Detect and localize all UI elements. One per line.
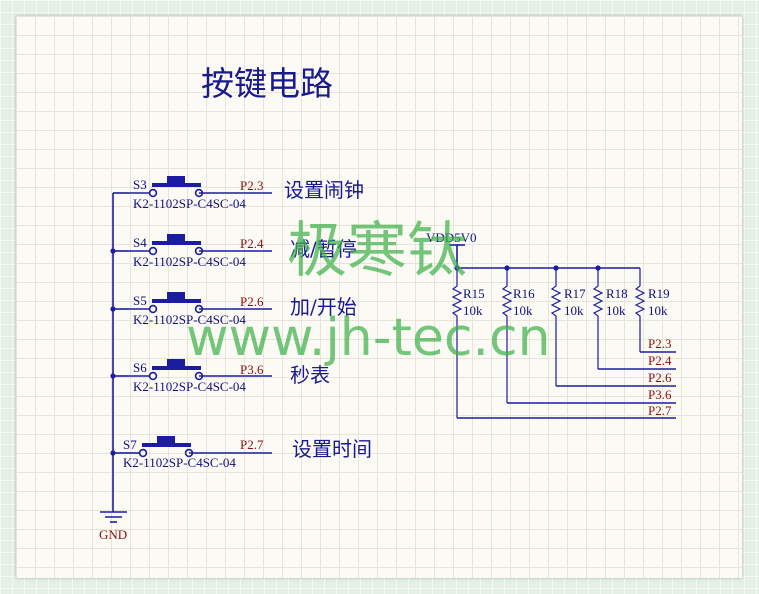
pullup-net-label: P3.6	[648, 387, 672, 402]
switch-part-number: K2-1102SP-C4SC-04	[133, 196, 246, 211]
diagram-title: 按键电路	[201, 64, 333, 103]
junction-dot	[110, 248, 116, 254]
pullup-net-label: P2.6	[648, 370, 672, 385]
switch-s6	[129, 359, 272, 381]
power-net-label: VDD5V0	[426, 230, 477, 245]
resistor-ref: R16	[513, 286, 535, 301]
schematic-sheet	[16, 16, 742, 578]
resistor-ref: R17	[564, 286, 586, 301]
switch-part-number: K2-1102SP-C4SC-04	[133, 312, 246, 327]
switch-s3	[129, 176, 272, 198]
switch-function-label: 设置时间	[292, 437, 372, 461]
resistor-ref: R19	[648, 286, 670, 301]
resistor-r15	[451, 268, 463, 418]
switch-ref: S7	[123, 437, 137, 452]
switch-function-label: 加/开始	[290, 295, 357, 319]
junction-dot	[110, 306, 116, 312]
resistor-r18	[592, 268, 604, 369]
resistor-r19	[634, 268, 646, 352]
switch-part-number: K2-1102SP-C4SC-04	[133, 379, 246, 394]
switch-net-label: P3.6	[240, 362, 264, 377]
resistor-r17	[550, 268, 562, 386]
resistor-ref: R18	[606, 286, 628, 301]
watermark-url: www.jh-tec.cn	[186, 308, 551, 368]
resistor-ref: R15	[463, 286, 485, 301]
switch-s7	[129, 436, 272, 458]
pullup-net-label: P2.7	[648, 403, 672, 418]
switch-function-label: 秒表	[290, 363, 330, 387]
resistor-value: 10k	[606, 303, 626, 318]
resistor-value: 10k	[648, 303, 668, 318]
junction-dot	[110, 450, 116, 456]
switch-function-label: 设置闹钟	[284, 178, 364, 202]
pullup-net-label: P2.3	[648, 336, 671, 351]
switch-part-number: K2-1102SP-C4SC-04	[133, 254, 246, 269]
switch-ref: S6	[133, 360, 147, 375]
switch-ref: S3	[133, 177, 147, 192]
ground-symbol	[100, 511, 127, 523]
resistor-r16	[501, 268, 513, 403]
junction-dot	[110, 373, 116, 379]
switch-s4	[129, 234, 272, 256]
resistor-value: 10k	[463, 303, 483, 318]
switch-part-number: K2-1102SP-C4SC-04	[123, 455, 236, 470]
switch-net-label: P2.6	[240, 294, 264, 309]
switch-ref: S5	[133, 293, 147, 308]
pullup-net-label: P2.4	[648, 353, 672, 368]
switch-s5	[129, 292, 272, 314]
switch-function-label: 减/暂停	[290, 237, 357, 261]
switch-net-label: P2.4	[240, 236, 264, 251]
power-symbol	[449, 244, 465, 268]
ground-label: GND	[99, 527, 127, 542]
resistor-value: 10k	[513, 303, 533, 318]
switch-net-label: P2.7	[240, 437, 264, 452]
watermark-chinese: 极寒钛	[287, 216, 467, 286]
switch-net-label: P2.3	[240, 178, 263, 193]
resistor-value: 10k	[564, 303, 584, 318]
switch-ref: S4	[133, 235, 147, 250]
